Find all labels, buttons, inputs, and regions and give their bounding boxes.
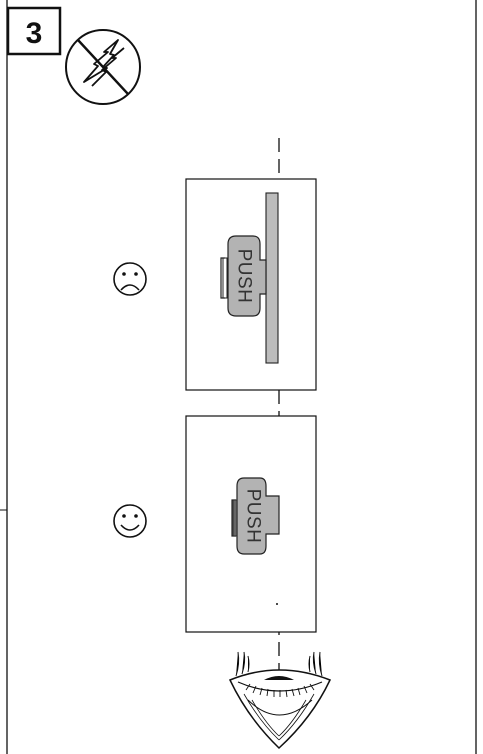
step-number-box: 3: [6, 6, 62, 56]
eye-icon: [228, 651, 332, 750]
push-latch: PUSH: [231, 477, 280, 555]
push-label: PUSH: [234, 249, 255, 304]
panel-correct: PUSH: [185, 415, 317, 633]
small-dot: [276, 603, 278, 605]
frowning-face-icon: [113, 262, 147, 296]
smiling-face-icon: [113, 504, 147, 538]
panel-incorrect: PUSH: [185, 178, 317, 391]
step-number: 3: [26, 17, 43, 50]
no-static-electricity-icon: [65, 29, 141, 105]
push-latch: PUSH: [220, 235, 267, 317]
rail: [265, 192, 279, 364]
push-label: PUSH: [243, 489, 264, 544]
